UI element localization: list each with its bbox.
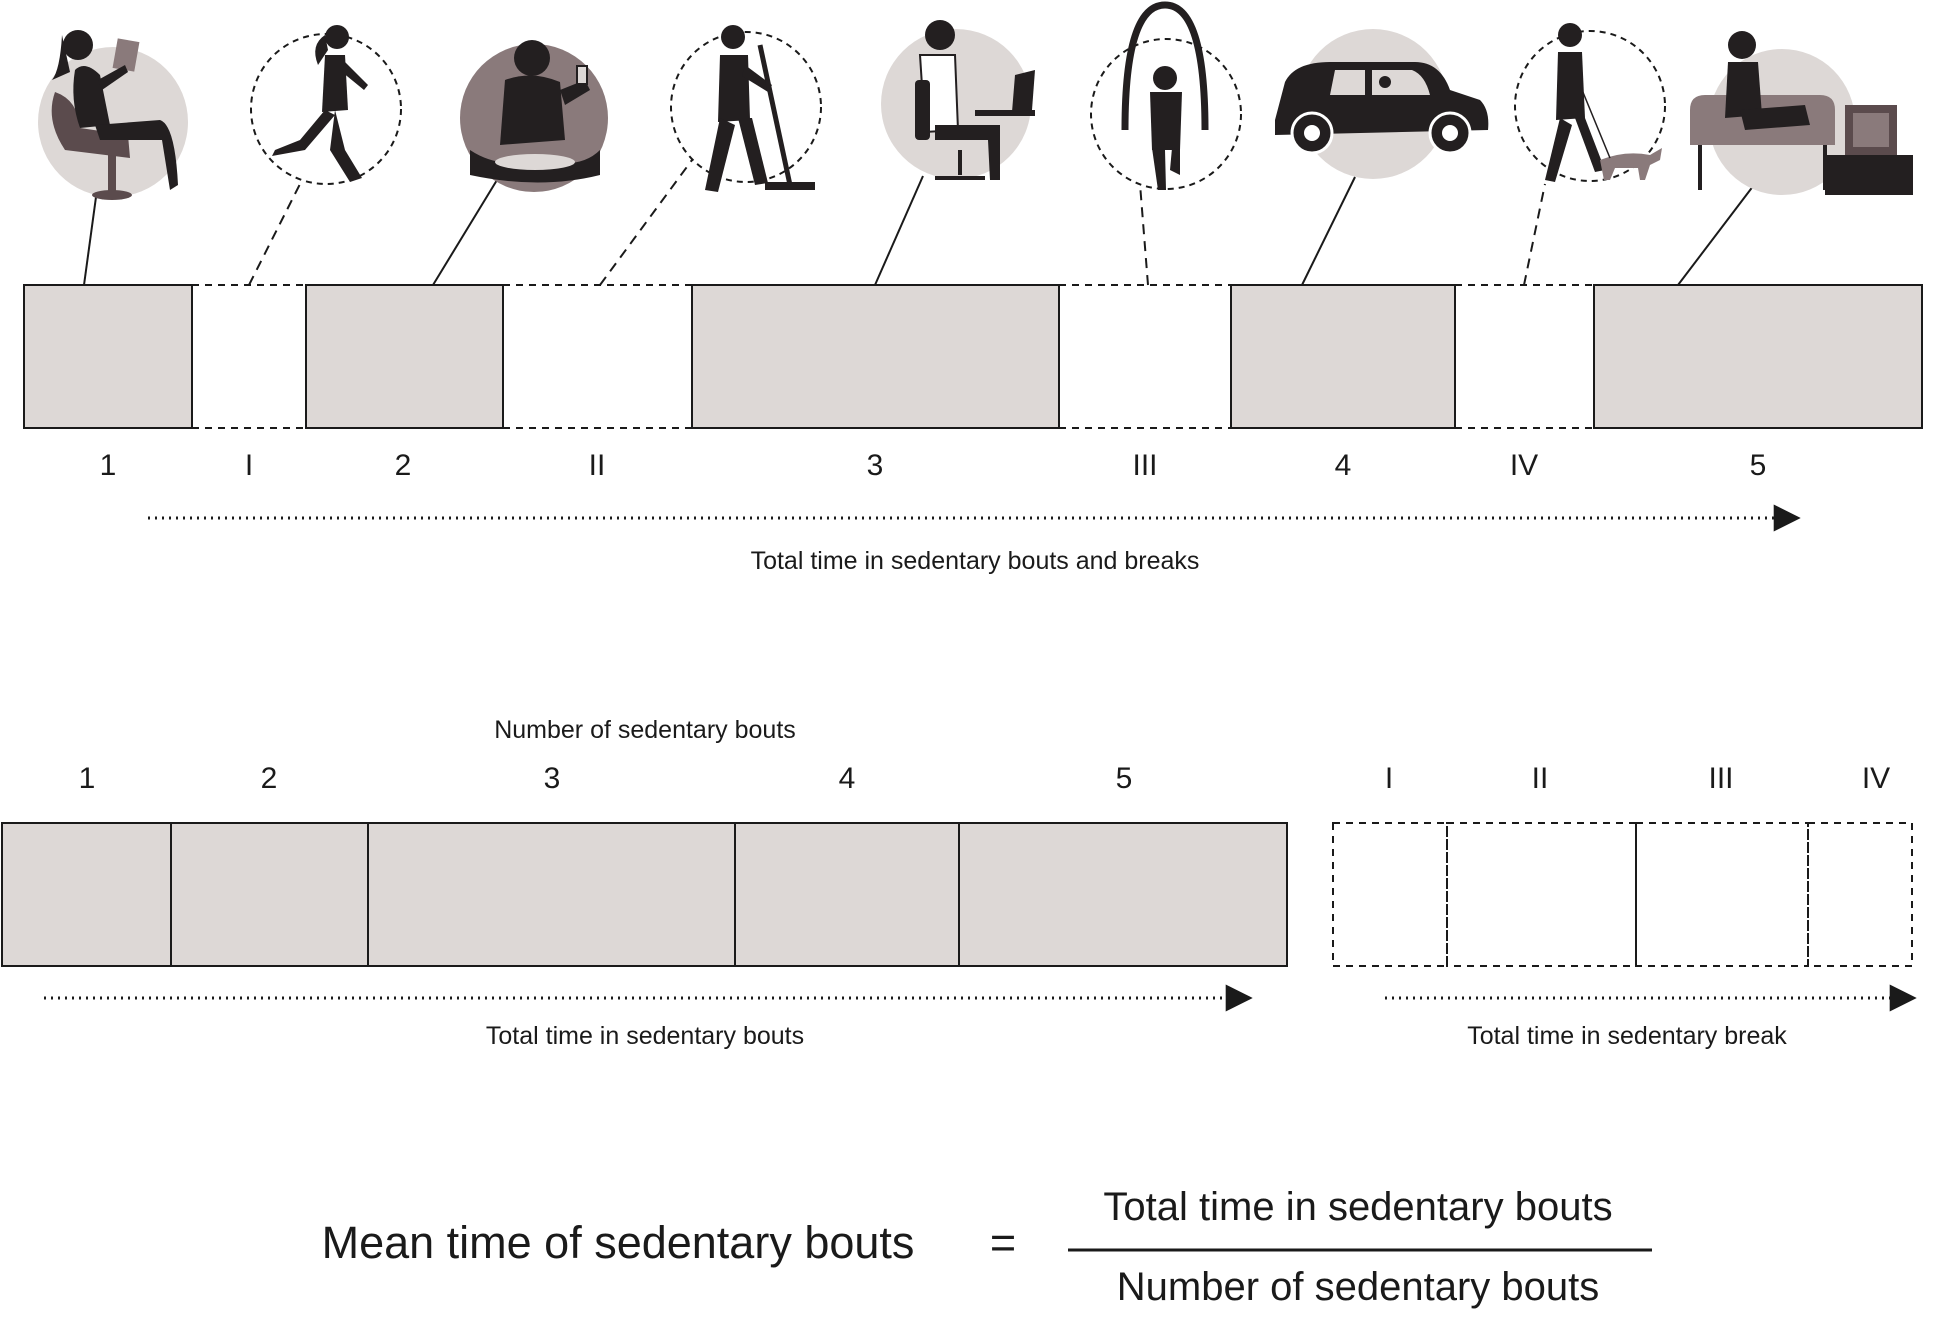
woman-on-sofa-watching-tv-icon bbox=[1690, 31, 1913, 195]
formula-equals: = bbox=[990, 1217, 1016, 1268]
timeline-bout-1-box bbox=[23, 284, 193, 429]
man-sitting-with-phone-icon bbox=[460, 40, 608, 192]
timeline-break-1-box bbox=[192, 284, 306, 429]
timeline-label-5: 5 bbox=[1750, 449, 1767, 482]
timeline-break-4-box bbox=[1455, 284, 1594, 429]
timeline-label-I: I bbox=[245, 449, 253, 482]
breaks-label-IV: IV bbox=[1862, 762, 1890, 795]
breaks-label-I: I bbox=[1385, 762, 1393, 795]
timeline-bout-5-box bbox=[1593, 284, 1923, 429]
woman-reading-in-chair-icon bbox=[38, 30, 188, 200]
timeline-label-III: III bbox=[1132, 449, 1157, 482]
bouts-arrow-label: Total time in sedentary bouts bbox=[486, 1022, 804, 1050]
breaks-arrow-label: Total time in sedentary break bbox=[1467, 1022, 1787, 1050]
breaks-box-1 bbox=[1332, 822, 1448, 967]
timeline-label-1: 1 bbox=[100, 449, 117, 482]
bouts-box-1 bbox=[1, 822, 172, 967]
timeline-break-3-box bbox=[1059, 284, 1231, 429]
woman-walking-dog-icon bbox=[1514, 23, 1666, 182]
breaks-box-4 bbox=[1807, 822, 1913, 967]
bouts-label-3: 3 bbox=[544, 762, 561, 795]
timeline-arrow-label: Total time in sedentary bouts and breaks bbox=[751, 547, 1200, 575]
icon-connectors bbox=[83, 159, 1761, 286]
bouts-box-3 bbox=[367, 822, 736, 967]
formula-denominator: Number of sedentary bouts bbox=[1117, 1265, 1599, 1309]
timeline-row: 1 I 2 II 3 III 4 IV 5 Total time in sede… bbox=[23, 284, 1923, 575]
breaks-label-III: III bbox=[1708, 762, 1733, 795]
bouts-box-2 bbox=[170, 822, 369, 967]
timeline-break-2-box bbox=[503, 284, 692, 429]
person-driving-car-icon bbox=[1275, 29, 1489, 179]
bouts-label-2: 2 bbox=[261, 762, 278, 795]
mean-time-formula: Mean time of sedentary bouts = Total tim… bbox=[322, 1185, 1652, 1309]
woman-working-at-laptop-icon bbox=[881, 20, 1035, 180]
bouts-label-1: 1 bbox=[79, 762, 96, 795]
bouts-label-4: 4 bbox=[839, 762, 856, 795]
bouts-box-4 bbox=[734, 822, 960, 967]
timeline-label-IV: IV bbox=[1510, 449, 1538, 482]
timeline-bout-3-box bbox=[691, 284, 1060, 429]
breaks-box-2 bbox=[1446, 822, 1637, 967]
breaks-row: I II III IV Total time in sedentary brea… bbox=[1332, 762, 1917, 1050]
bouts-row-title: Number of sedentary bouts bbox=[494, 716, 796, 744]
bouts-row: Number of sedentary bouts 1 2 3 4 5 Tota… bbox=[1, 716, 1288, 1050]
timeline-bout-2-box bbox=[305, 284, 504, 429]
breaks-box-3 bbox=[1635, 822, 1809, 967]
formula-numerator: Total time in sedentary bouts bbox=[1103, 1185, 1612, 1229]
timeline-label-II: II bbox=[589, 449, 606, 482]
timeline-label-3: 3 bbox=[867, 449, 884, 482]
woman-jumping-rope-icon bbox=[1090, 1, 1242, 190]
bouts-box-5 bbox=[958, 822, 1288, 967]
timeline-bout-4-box bbox=[1230, 284, 1456, 429]
bouts-label-5: 5 bbox=[1116, 762, 1133, 795]
formula-lhs: Mean time of sedentary bouts bbox=[322, 1217, 915, 1268]
woman-sweeping-icon bbox=[670, 25, 822, 192]
timeline-label-4: 4 bbox=[1335, 449, 1352, 482]
timeline-label-2: 2 bbox=[395, 449, 412, 482]
woman-walking-icon bbox=[250, 25, 402, 185]
breaks-label-II: II bbox=[1532, 762, 1549, 795]
